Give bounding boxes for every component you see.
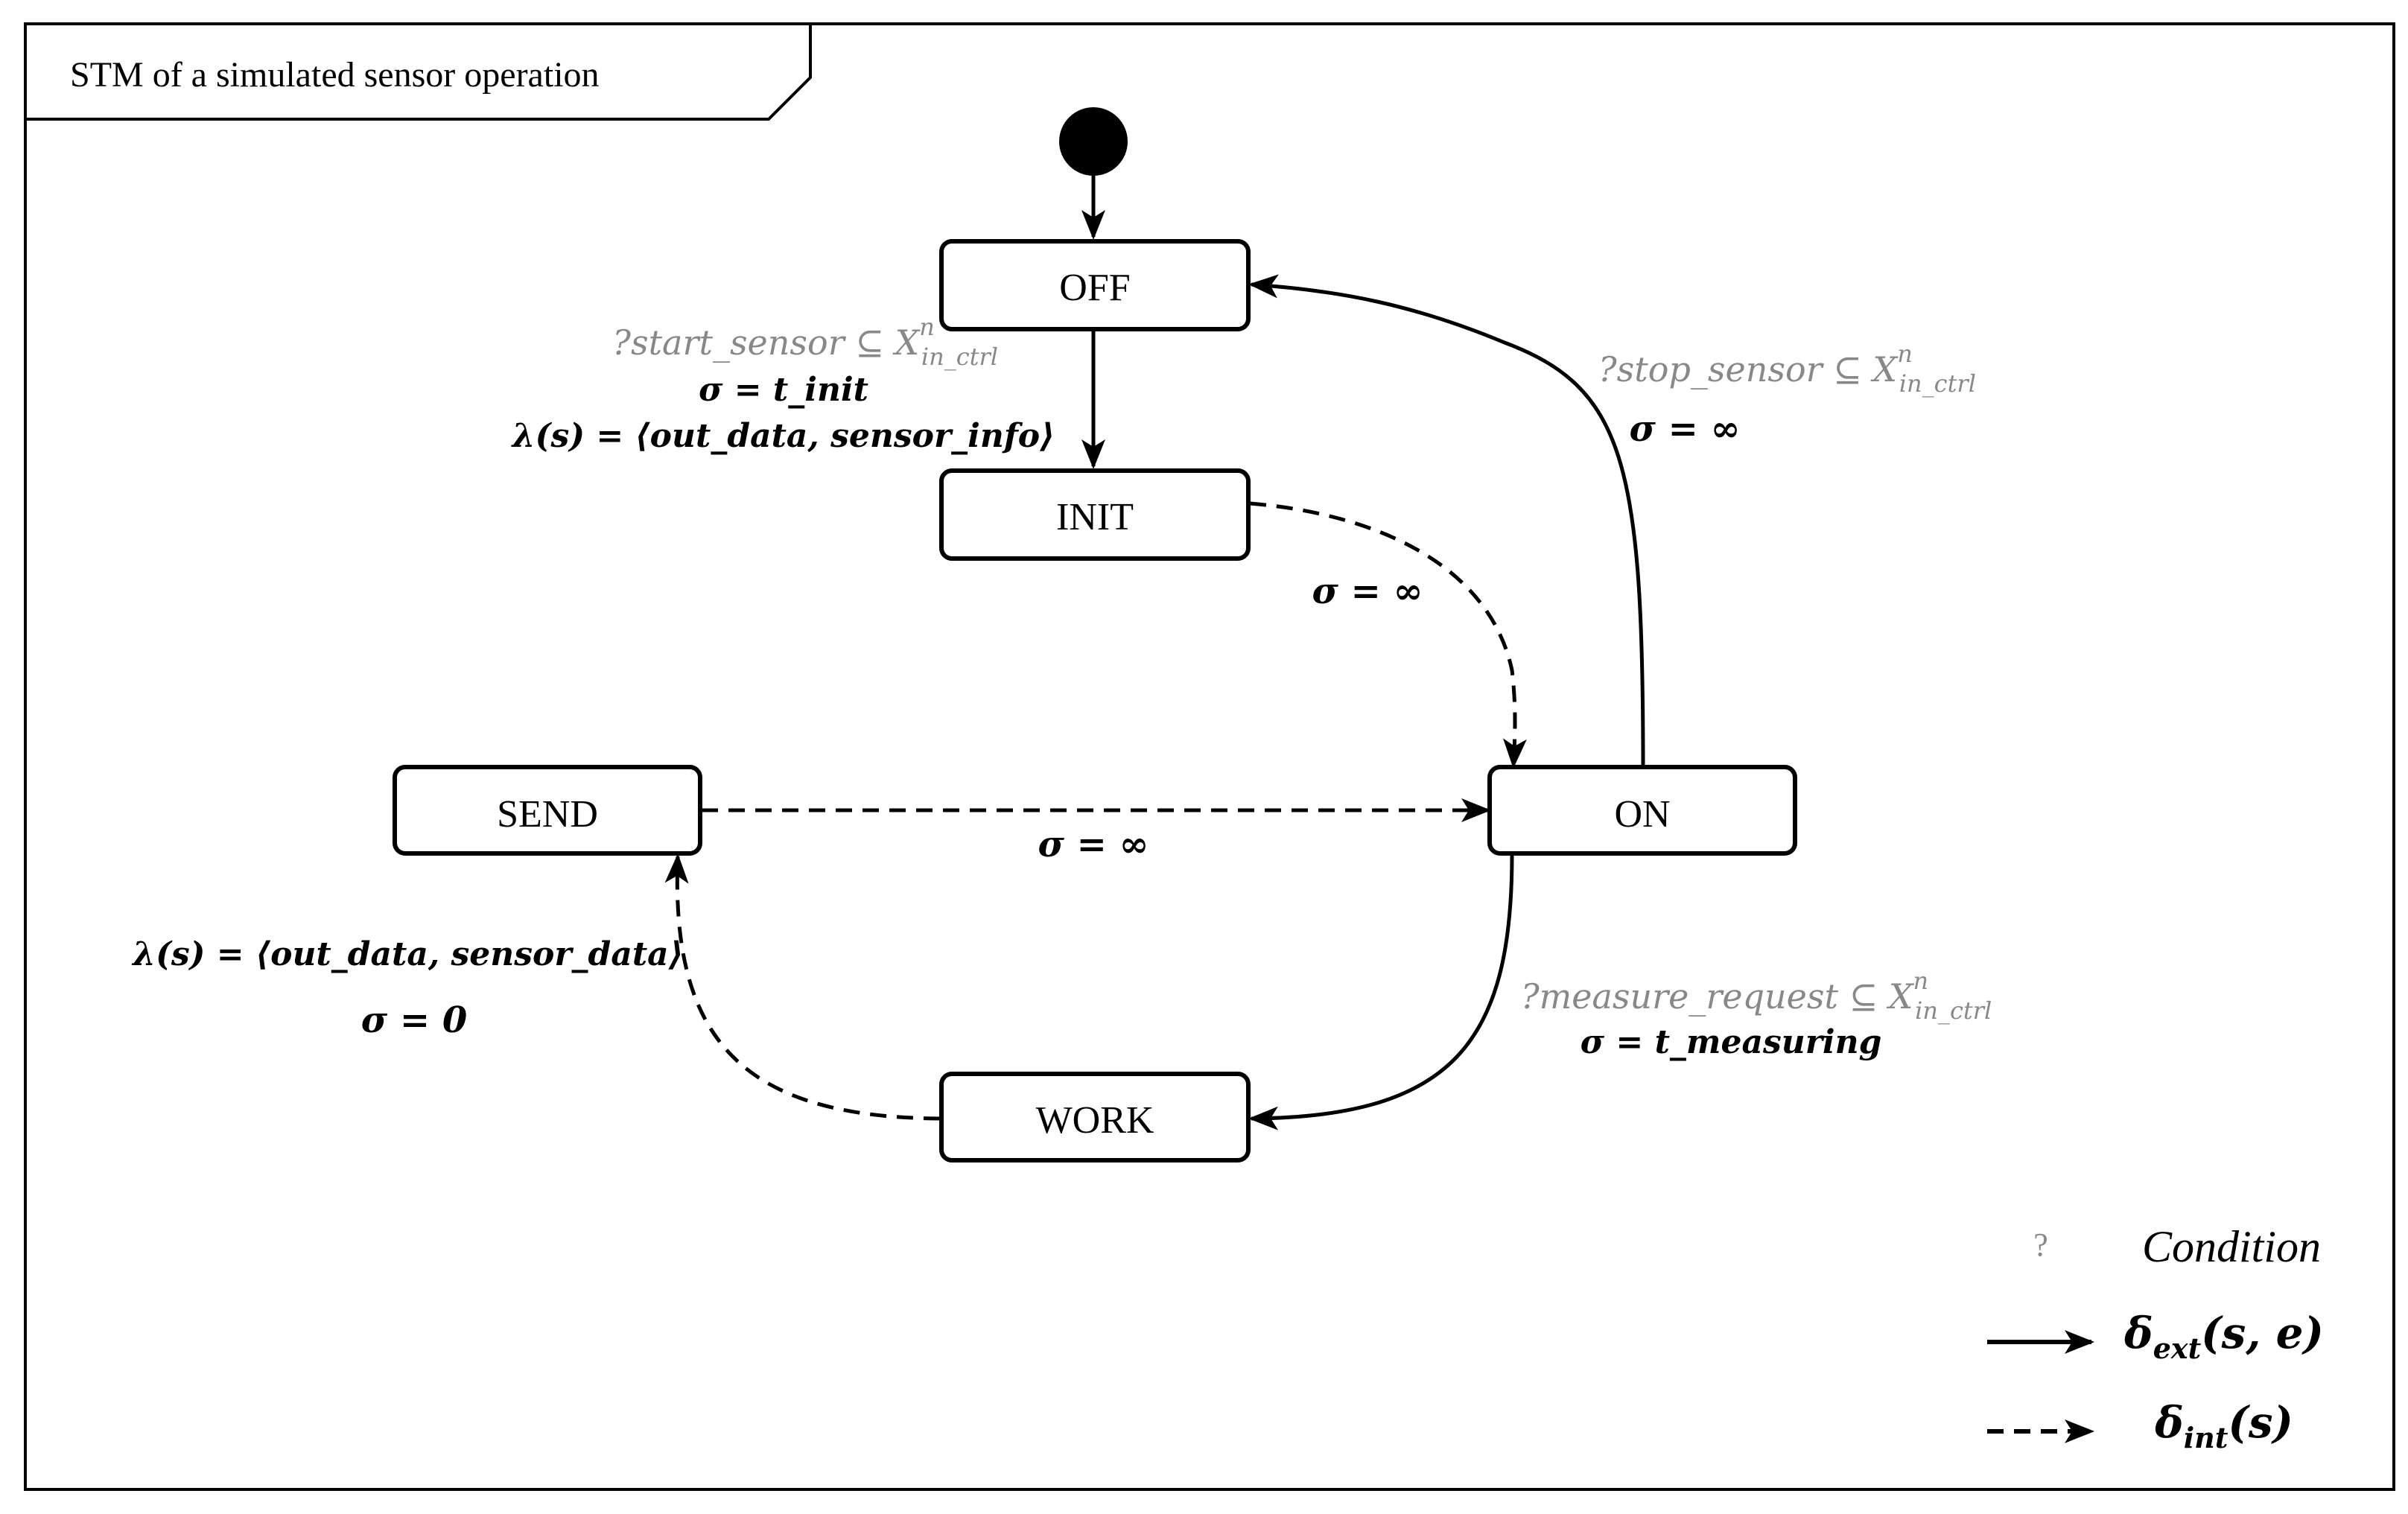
state-on: ON	[1487, 765, 1797, 856]
state-send: SEND	[393, 765, 702, 856]
frame-title: STM of a simulated sensor operation	[70, 55, 600, 95]
edge-on-work	[1248, 854, 1514, 1130]
state-init: INIT	[939, 468, 1251, 561]
label-work-send-lambda: λ(s) = ⟨out_data, sensor_data⟩	[131, 935, 684, 973]
label-on-work-sigma: σ = t_measuring	[1581, 1023, 1882, 1061]
legend-condition-label: Condition	[2142, 1222, 2321, 1271]
label-off-init-sigma: σ = t_init	[699, 371, 868, 409]
legend-ext-label: δext(s, e)	[2123, 1308, 2324, 1365]
edge-on-off	[1248, 274, 1645, 766]
state-send-label: SEND	[497, 793, 598, 836]
state-on-label: ON	[1614, 793, 1670, 836]
state-off-label: OFF	[1059, 267, 1130, 309]
state-init-label: INIT	[1056, 496, 1134, 538]
legend-condition-symbol: ?	[2033, 1227, 2048, 1263]
edge-work-send	[664, 853, 941, 1121]
label-off-init-lambda: λ(s) = ⟨out_data, sensor_info⟩	[511, 417, 1055, 455]
label-init-on-sigma: σ = ∞	[1312, 570, 1423, 612]
state-work-label: WORK	[1036, 1099, 1154, 1142]
state-work: WORK	[939, 1072, 1251, 1162]
label-work-send-sigma: σ = 0	[361, 999, 467, 1041]
initial-state-dot	[1059, 107, 1128, 176]
state-off: OFF	[939, 239, 1251, 331]
diagram-frame	[24, 22, 2395, 1491]
frame-title-tab	[24, 22, 812, 121]
legend: ? Condition δext(s, e) δint(s)	[1987, 1222, 2324, 1454]
label-on-off-sigma: σ = ∞	[1629, 408, 1740, 450]
legend-int-label: δint(s)	[2154, 1397, 2293, 1454]
edge-init-on	[1249, 501, 1527, 769]
label-send-on-sigma: σ = ∞	[1038, 824, 1149, 865]
